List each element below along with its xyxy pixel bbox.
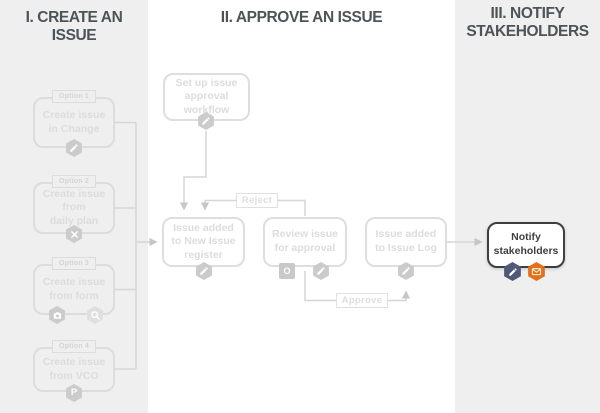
camera-icon — [49, 306, 65, 324]
lane-notify-background — [455, 0, 600, 413]
search-icon — [87, 306, 103, 324]
flow-node-create-issue-from-form[interactable]: Create issue from form — [33, 264, 115, 315]
flow-node-issue-added-new-issue-register[interactable]: Issue added to New Issue register — [162, 217, 245, 267]
outlook-icon: O — [279, 263, 295, 279]
option-2-label: Option 2 — [52, 175, 96, 188]
edit-icon — [398, 262, 414, 280]
edit-icon — [196, 262, 212, 280]
tools-icon — [66, 225, 82, 243]
mail-icon — [528, 262, 545, 281]
flow-node-review-issue-for-approval[interactable]: Review issue for approval — [263, 217, 347, 267]
edit-icon — [313, 262, 329, 280]
p-app-icon: P — [66, 384, 82, 402]
lane-approve-background — [148, 0, 455, 413]
option-1-label: Option 1 — [52, 90, 96, 103]
option-4-label: Option 4 — [52, 340, 96, 353]
flow-node-notify-stakeholders[interactable]: Notify stakeholders — [487, 222, 565, 268]
edge-label-reject: Reject — [236, 193, 278, 208]
edit-icon — [198, 112, 214, 130]
lane-header-notify: III. NOTIFY STAKEHOLDERS — [466, 5, 589, 40]
option-3-label: Option 3 — [52, 257, 96, 270]
lane-header-create: I. CREATE AN ISSUE — [25, 9, 123, 44]
flow-node-create-issue-from-vco[interactable]: Create issue from VCO — [33, 347, 115, 392]
lane-header-approve: II. APPROVE AN ISSUE — [220, 9, 383, 26]
flow-node-issue-added-issue-log[interactable]: Issue added to Issue Log — [365, 217, 447, 267]
flow-node-setup-approval-workflow[interactable]: Set up issue approval workflow — [163, 73, 250, 121]
edit-icon — [504, 262, 521, 281]
edge-label-approve: Approve — [336, 293, 388, 308]
edit-icon — [66, 139, 82, 157]
